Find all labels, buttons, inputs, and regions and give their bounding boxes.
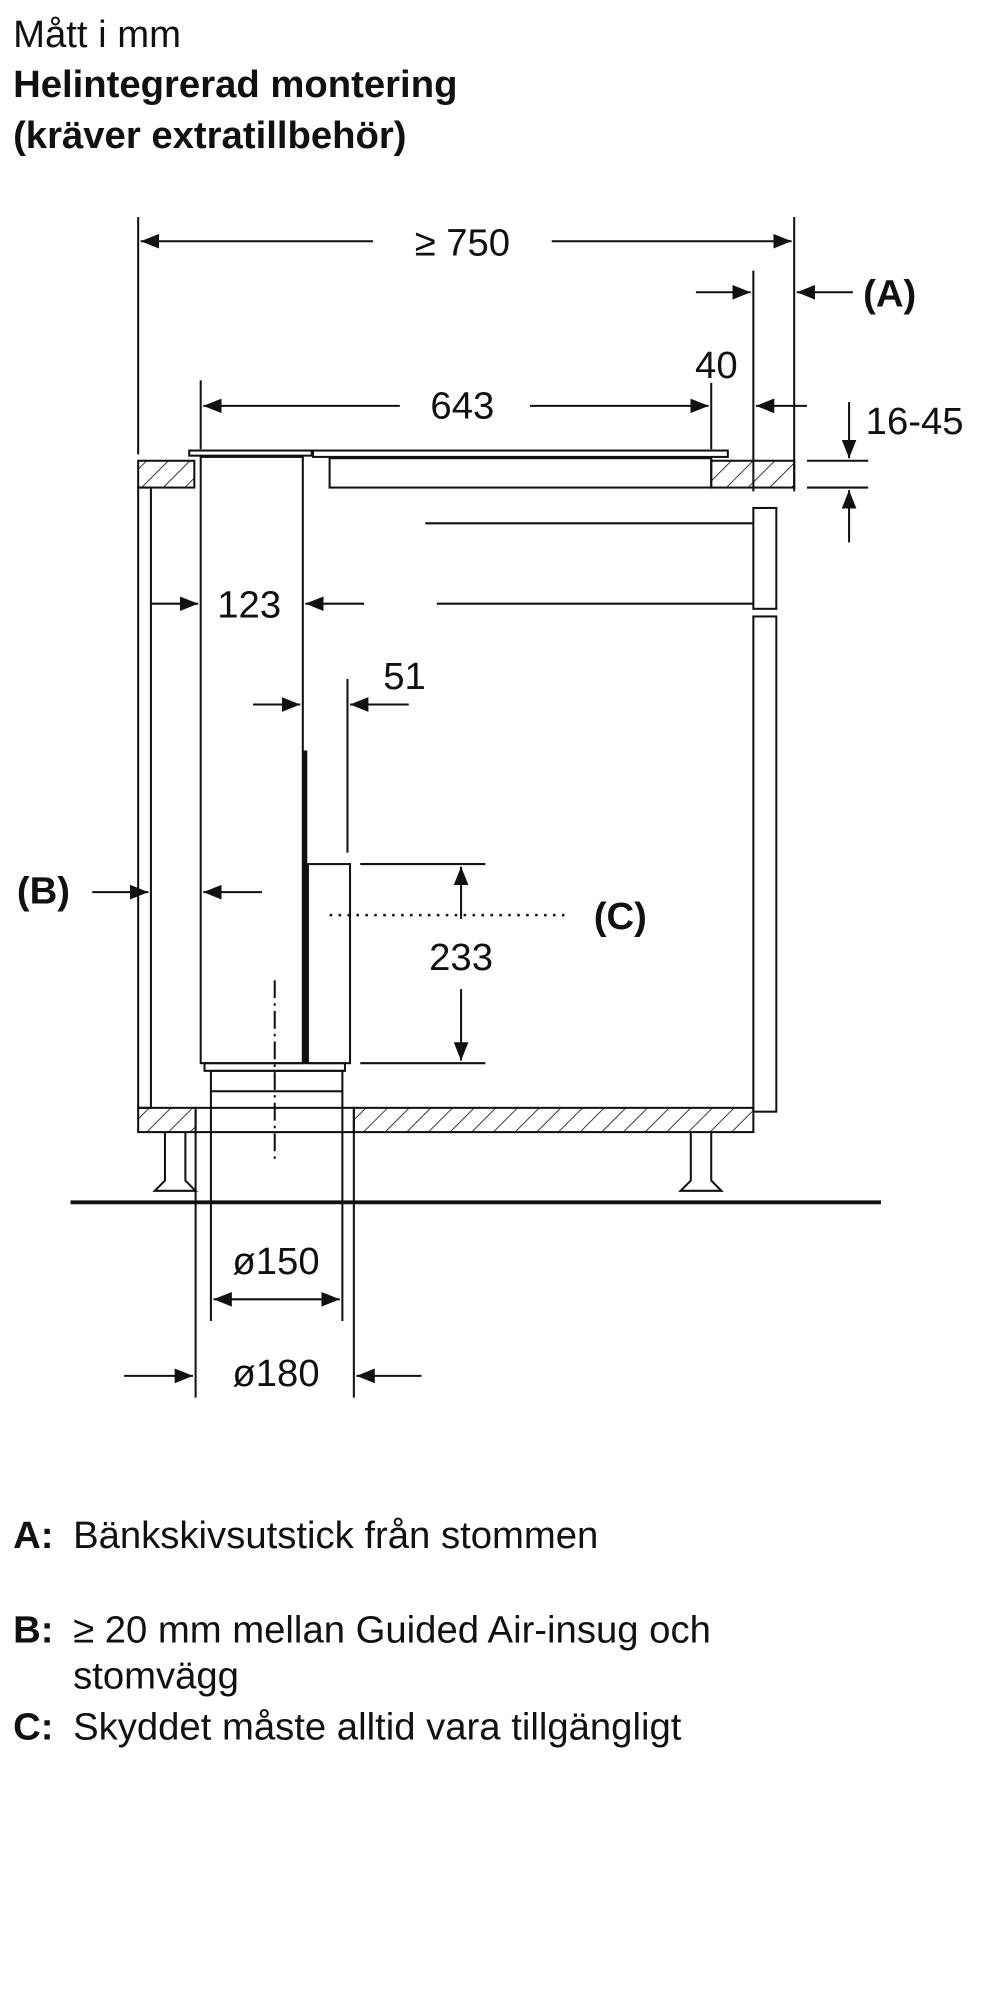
duct-outer-label: ø180: [232, 1352, 319, 1395]
air-duct-tower: [199, 455, 352, 1159]
title-line2: (kräver extratillbehör): [13, 114, 406, 157]
dim-duct-diameters: ø150 ø180: [124, 1091, 422, 1398]
side-label: (B): [17, 870, 70, 913]
overhang-label: (A): [863, 272, 916, 315]
dim-worktop-thickness: 16-45: [806, 400, 964, 543]
tower-width-label: 123: [217, 584, 281, 627]
legend-text-b: ≥ 20 mm mellan Guided Air-insug och: [73, 1609, 711, 1652]
legend: A: Bänkskivsutstick från stommen B: ≥ 20…: [13, 1514, 711, 1748]
worktop-thickness-label: 16-45: [866, 400, 964, 443]
worktop: [137, 459, 796, 489]
unit-note: Mått i mm: [13, 13, 181, 56]
title-line1: Helintegrerad montering: [13, 63, 457, 106]
dim-front-offset: 40: [695, 344, 807, 414]
legend-text-a: Bänkskivsutstick från stommen: [73, 1514, 598, 1557]
hob-depth-label: 643: [430, 385, 494, 428]
dim-gap: 51: [253, 655, 426, 853]
dim-overhang: (A): [695, 270, 916, 492]
legend-key-a: A:: [13, 1514, 53, 1557]
hob: [188, 449, 729, 489]
cover-height-label: 233: [429, 936, 493, 979]
dim-total-depth-label: ≥ 750: [415, 221, 510, 264]
legend-text-c: Skyddet måste alltid vara tillgängligt: [73, 1706, 682, 1749]
duct-inner-label: ø150: [232, 1240, 319, 1283]
legend-text-b2: stomvägg: [73, 1655, 239, 1698]
dim-hob-depth: 643: [199, 380, 713, 450]
legend-key-c: C:: [13, 1706, 53, 1749]
dim-tower-width: 123: [150, 584, 365, 627]
dim-total-depth: ≥ 750: [137, 216, 796, 492]
dim-side-gap: (B): [17, 870, 262, 913]
cabinet: [70, 486, 881, 1205]
dim-cover-height: 233 (C): [329, 863, 647, 1065]
front-offset-label: 40: [695, 344, 738, 387]
legend-key-b: B:: [13, 1609, 53, 1652]
gap-label: 51: [383, 655, 426, 698]
cover-label: (C): [594, 895, 647, 938]
